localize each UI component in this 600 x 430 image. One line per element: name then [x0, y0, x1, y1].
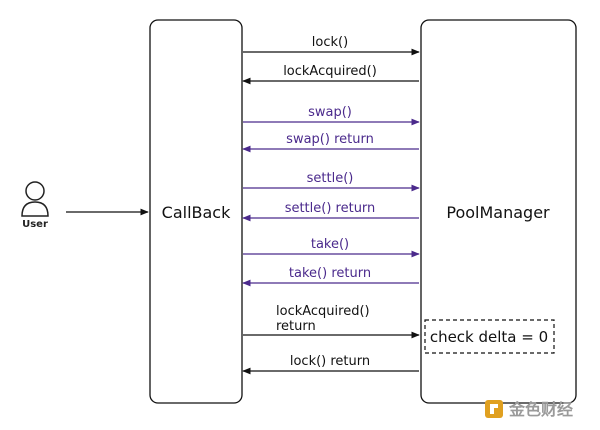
- message-label-6: settle() return: [285, 201, 376, 216]
- user-actor: User: [21, 181, 49, 230]
- check-delta-label: check delta = 0: [430, 328, 548, 346]
- check-delta-box: [424, 319, 555, 354]
- callback-box: [149, 19, 243, 404]
- message-label-8: take() return: [289, 266, 371, 281]
- message-label-10: lock() return: [290, 354, 370, 369]
- watermark-logo-mark-icon: [490, 404, 498, 414]
- message-label-7: take(): [311, 237, 349, 252]
- message-arrows: lock() lockAcquired() swap() swap() return s…: [242, 35, 420, 375]
- message-label-1: lock(): [312, 35, 348, 50]
- check-delta-note: check delta = 0: [424, 319, 555, 354]
- user-label: User: [22, 219, 48, 230]
- message-label-2: lockAcquired(): [283, 64, 377, 79]
- pool-manager-label: PoolManager: [446, 203, 550, 222]
- message-label-5: settle(): [307, 171, 354, 186]
- message-label-3: swap(): [308, 105, 352, 120]
- message-label-9: lockAcquired()return: [276, 304, 370, 334]
- user-body-icon: [21, 201, 49, 217]
- user-head-icon: [25, 181, 45, 201]
- message-label-4: swap() return: [286, 132, 374, 147]
- watermark-text: 金色财经: [508, 400, 573, 419]
- callback-label: CallBack: [162, 203, 231, 222]
- watermark: 金色财经: [485, 400, 573, 419]
